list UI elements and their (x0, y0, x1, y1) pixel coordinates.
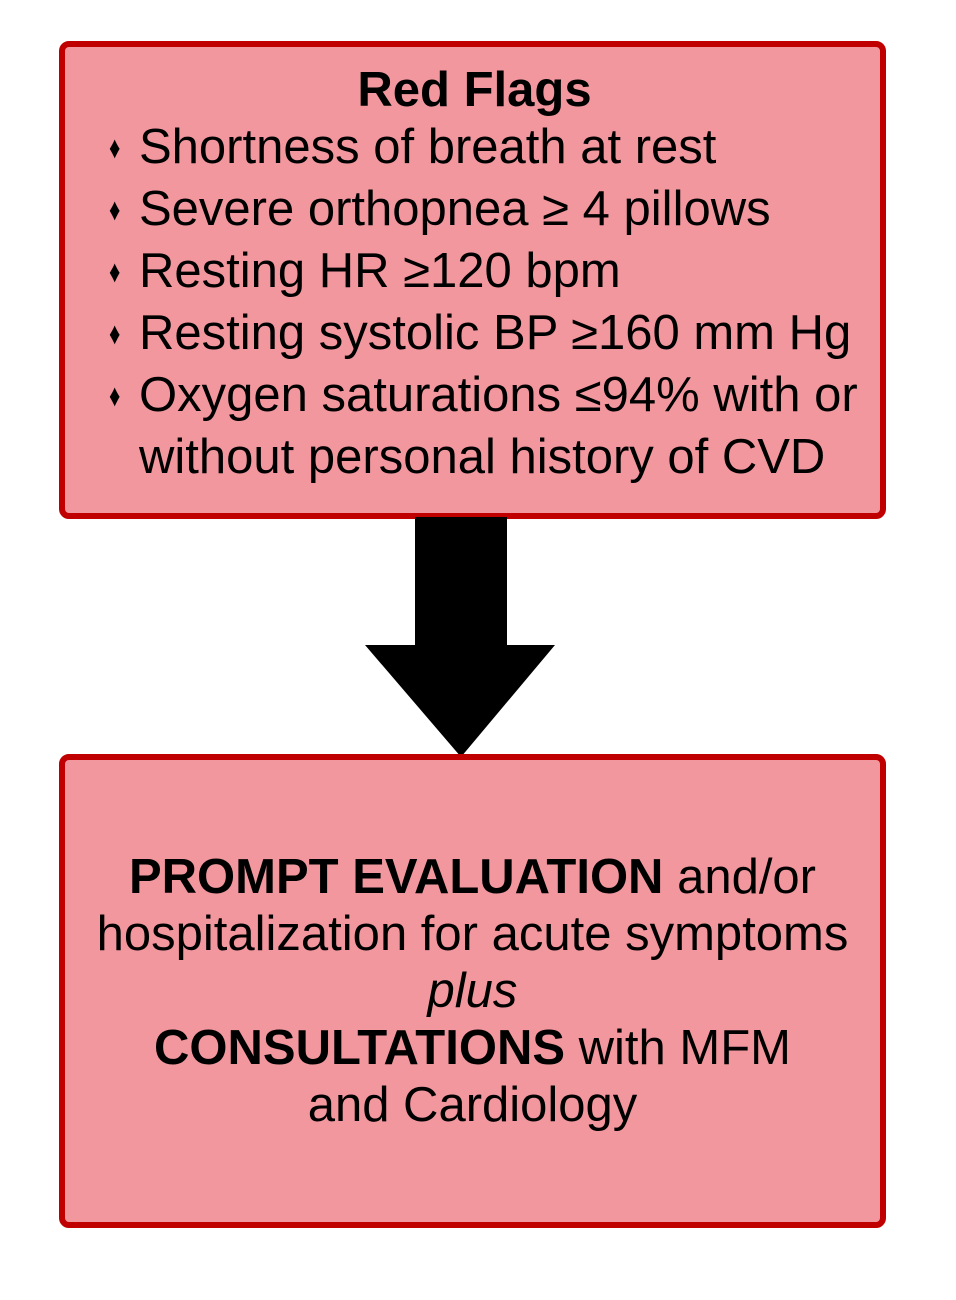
red-flag-item-text: Resting HR ≥120 bpm (139, 244, 621, 298)
red-flag-item: ♦ Oxygen saturations ≤94% with or without… (87, 367, 862, 486)
and-or-text: and/or (663, 849, 817, 904)
red-flag-item: ♦ Severe orthopnea ≥ 4 pillows (87, 181, 862, 243)
action-line-5: and Cardiology (307, 1077, 638, 1132)
diamond-bullet-icon: ♦ (109, 130, 121, 165)
red-flags-title: Red Flags (357, 63, 592, 117)
red-flag-item-text: Severe orthopnea ≥ 4 pillows (139, 182, 771, 236)
diamond-bullet-icon: ♦ (109, 378, 121, 413)
diamond-bullet-icon: ♦ (109, 316, 121, 351)
action-line-1: PROMPT EVALUATION and/or (73, 849, 872, 906)
red-flag-item: ♦ Resting systolic BP ≥160 mm Hg (87, 305, 862, 367)
with-mfm-text: with MFM (565, 1020, 791, 1075)
down-arrow-shape (365, 517, 555, 757)
diamond-bullet-icon: ♦ (109, 254, 121, 289)
down-arrow-icon (365, 517, 555, 757)
prompt-evaluation-text: PROMPT EVALUATION (128, 849, 664, 904)
down-arrow (365, 517, 555, 757)
consultations-text: CONSULTATIONS (154, 1020, 566, 1075)
action-line-3: plus (427, 963, 518, 1018)
red-flags-box: Red Flags ♦ Shortness of breath at rest ♦… (59, 41, 886, 519)
red-flag-item-text: Shortness of breath at rest (139, 120, 717, 174)
action-line-4: CONSULTATIONS with MFM (73, 1020, 872, 1077)
diamond-bullet-icon: ♦ (109, 192, 121, 227)
red-flag-item: ♦ Shortness of breath at rest (87, 119, 862, 181)
red-flag-item-text: Resting systolic BP ≥160 mm Hg (139, 306, 852, 360)
action-box: PROMPT EVALUATION and/or hospitalization… (59, 754, 886, 1228)
red-flag-item-text: Oxygen saturations ≤94% with or without … (139, 368, 858, 484)
action-line-2: hospitalization for acute symptoms (96, 906, 849, 961)
red-flag-item: ♦ Resting HR ≥120 bpm (87, 243, 862, 305)
